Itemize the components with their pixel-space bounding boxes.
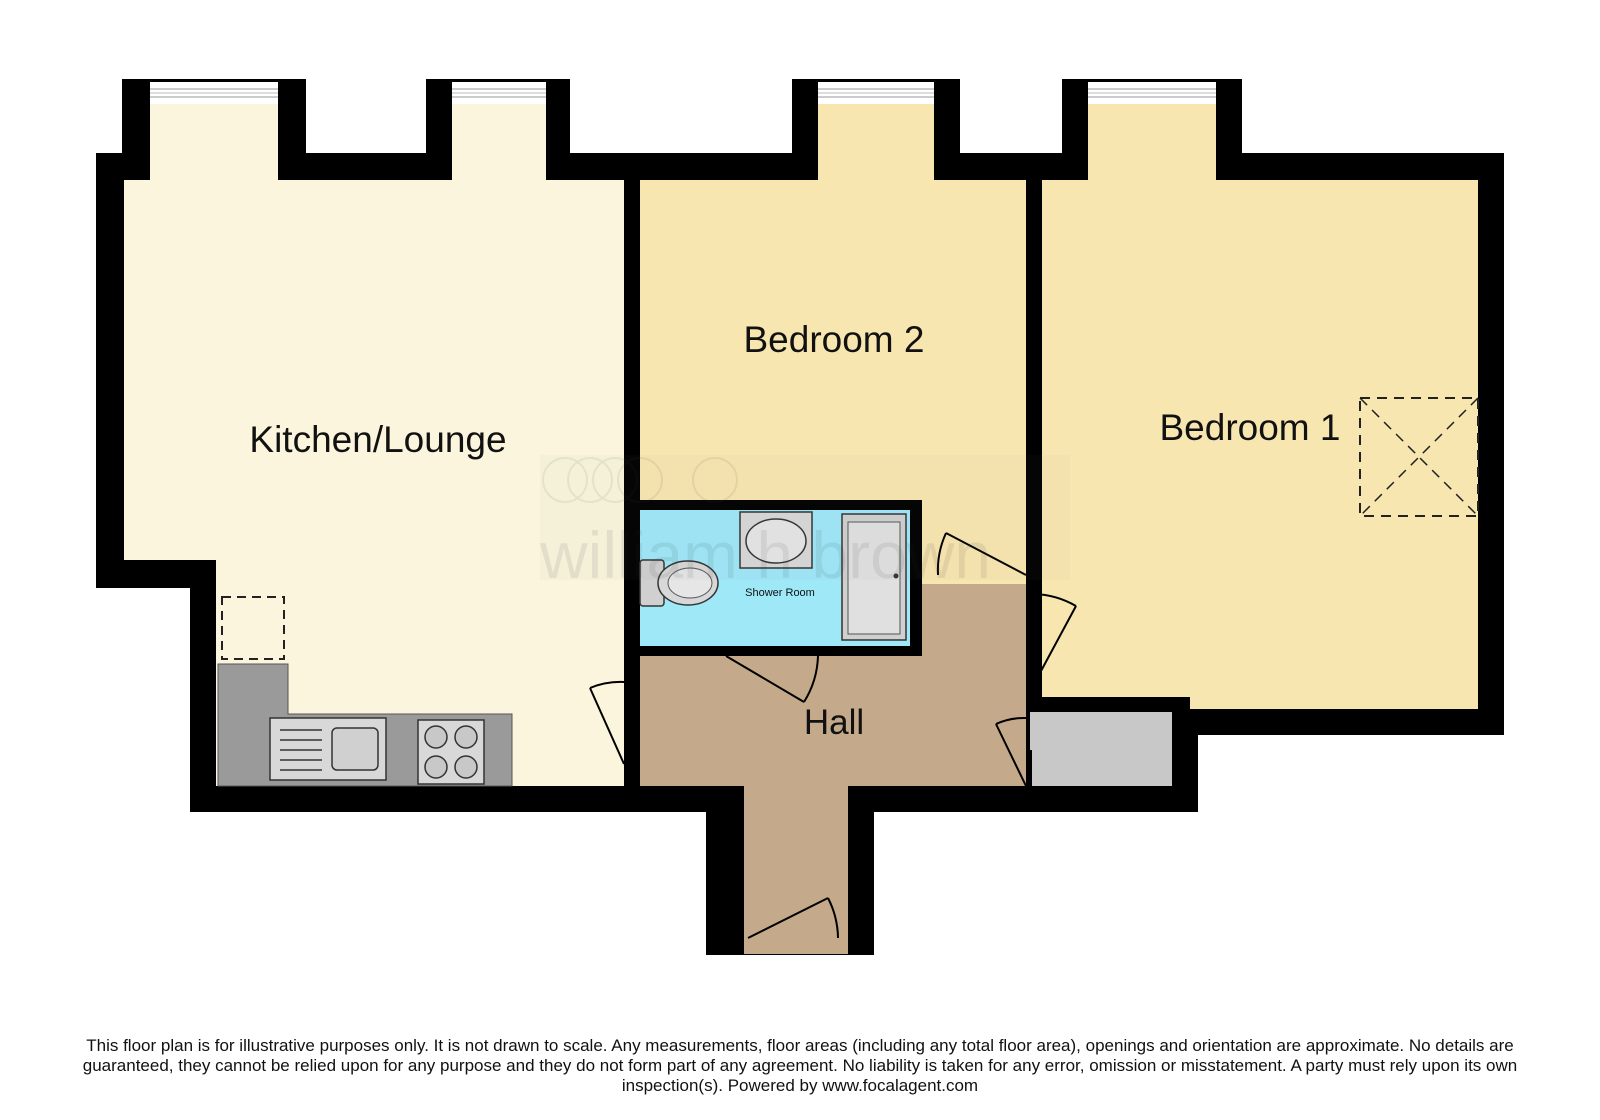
bedroom-1-floor [1042, 104, 1478, 709]
sink-icon [269, 717, 387, 781]
door-cupboard [995, 716, 1027, 787]
shower-tray-icon [841, 513, 907, 641]
bedroom-2-floor [640, 104, 1026, 584]
label-kitchen-lounge: Kitchen/Lounge [249, 419, 506, 460]
label-shower-room: Shower Room [745, 587, 815, 599]
kitchen-lounge-bay-2 [452, 104, 546, 180]
window-kitchen-1 [150, 82, 278, 104]
hall-floor [640, 584, 1026, 954]
door-bedroom-1 [1033, 593, 1077, 685]
wall-cupboard-top [1026, 697, 1190, 712]
window-bedroom-2 [818, 82, 934, 104]
wall-hall-cupboard [1026, 750, 1032, 786]
entrance-threshold [744, 946, 848, 954]
toilet-icon [639, 559, 719, 607]
kitchen-lounge-floor [124, 104, 624, 786]
wall-kitchen-hall [624, 738, 640, 786]
door-shower-room [725, 655, 819, 703]
wall-kitchen-bedroom2 [624, 178, 640, 710]
label-bedroom-2: Bedroom 2 [744, 319, 925, 360]
wall-shower-bottom-right [820, 646, 922, 656]
disclaimer-text: This floor plan is for illustrative purp… [82, 1036, 1518, 1095]
wall-shower-top [624, 500, 922, 510]
door-entrance [747, 897, 839, 939]
wall-shower-bottom-left [640, 646, 726, 656]
window-bedroom-1 [1088, 82, 1216, 104]
watermark-logo: william h brown [539, 455, 1070, 592]
door-bedroom-2 [936, 532, 1027, 576]
svg-text:william h brown: william h brown [539, 518, 991, 592]
wall-cupboard-right [1172, 697, 1190, 789]
loft-hatch-icon [1359, 397, 1479, 517]
wash-basin-icon [739, 511, 813, 569]
label-hall: Hall [804, 703, 864, 742]
label-bedroom-1: Bedroom 1 [1160, 407, 1341, 448]
window-kitchen-2 [452, 82, 546, 104]
wall-bedroom2-bedroom1 [1026, 178, 1042, 588]
kitchen-cupboard-dashed [221, 596, 285, 660]
door-kitchen-lounge [589, 680, 625, 765]
wall-shower-right [910, 500, 922, 656]
storage-cupboard [1030, 712, 1172, 786]
hob-icon [417, 719, 485, 785]
